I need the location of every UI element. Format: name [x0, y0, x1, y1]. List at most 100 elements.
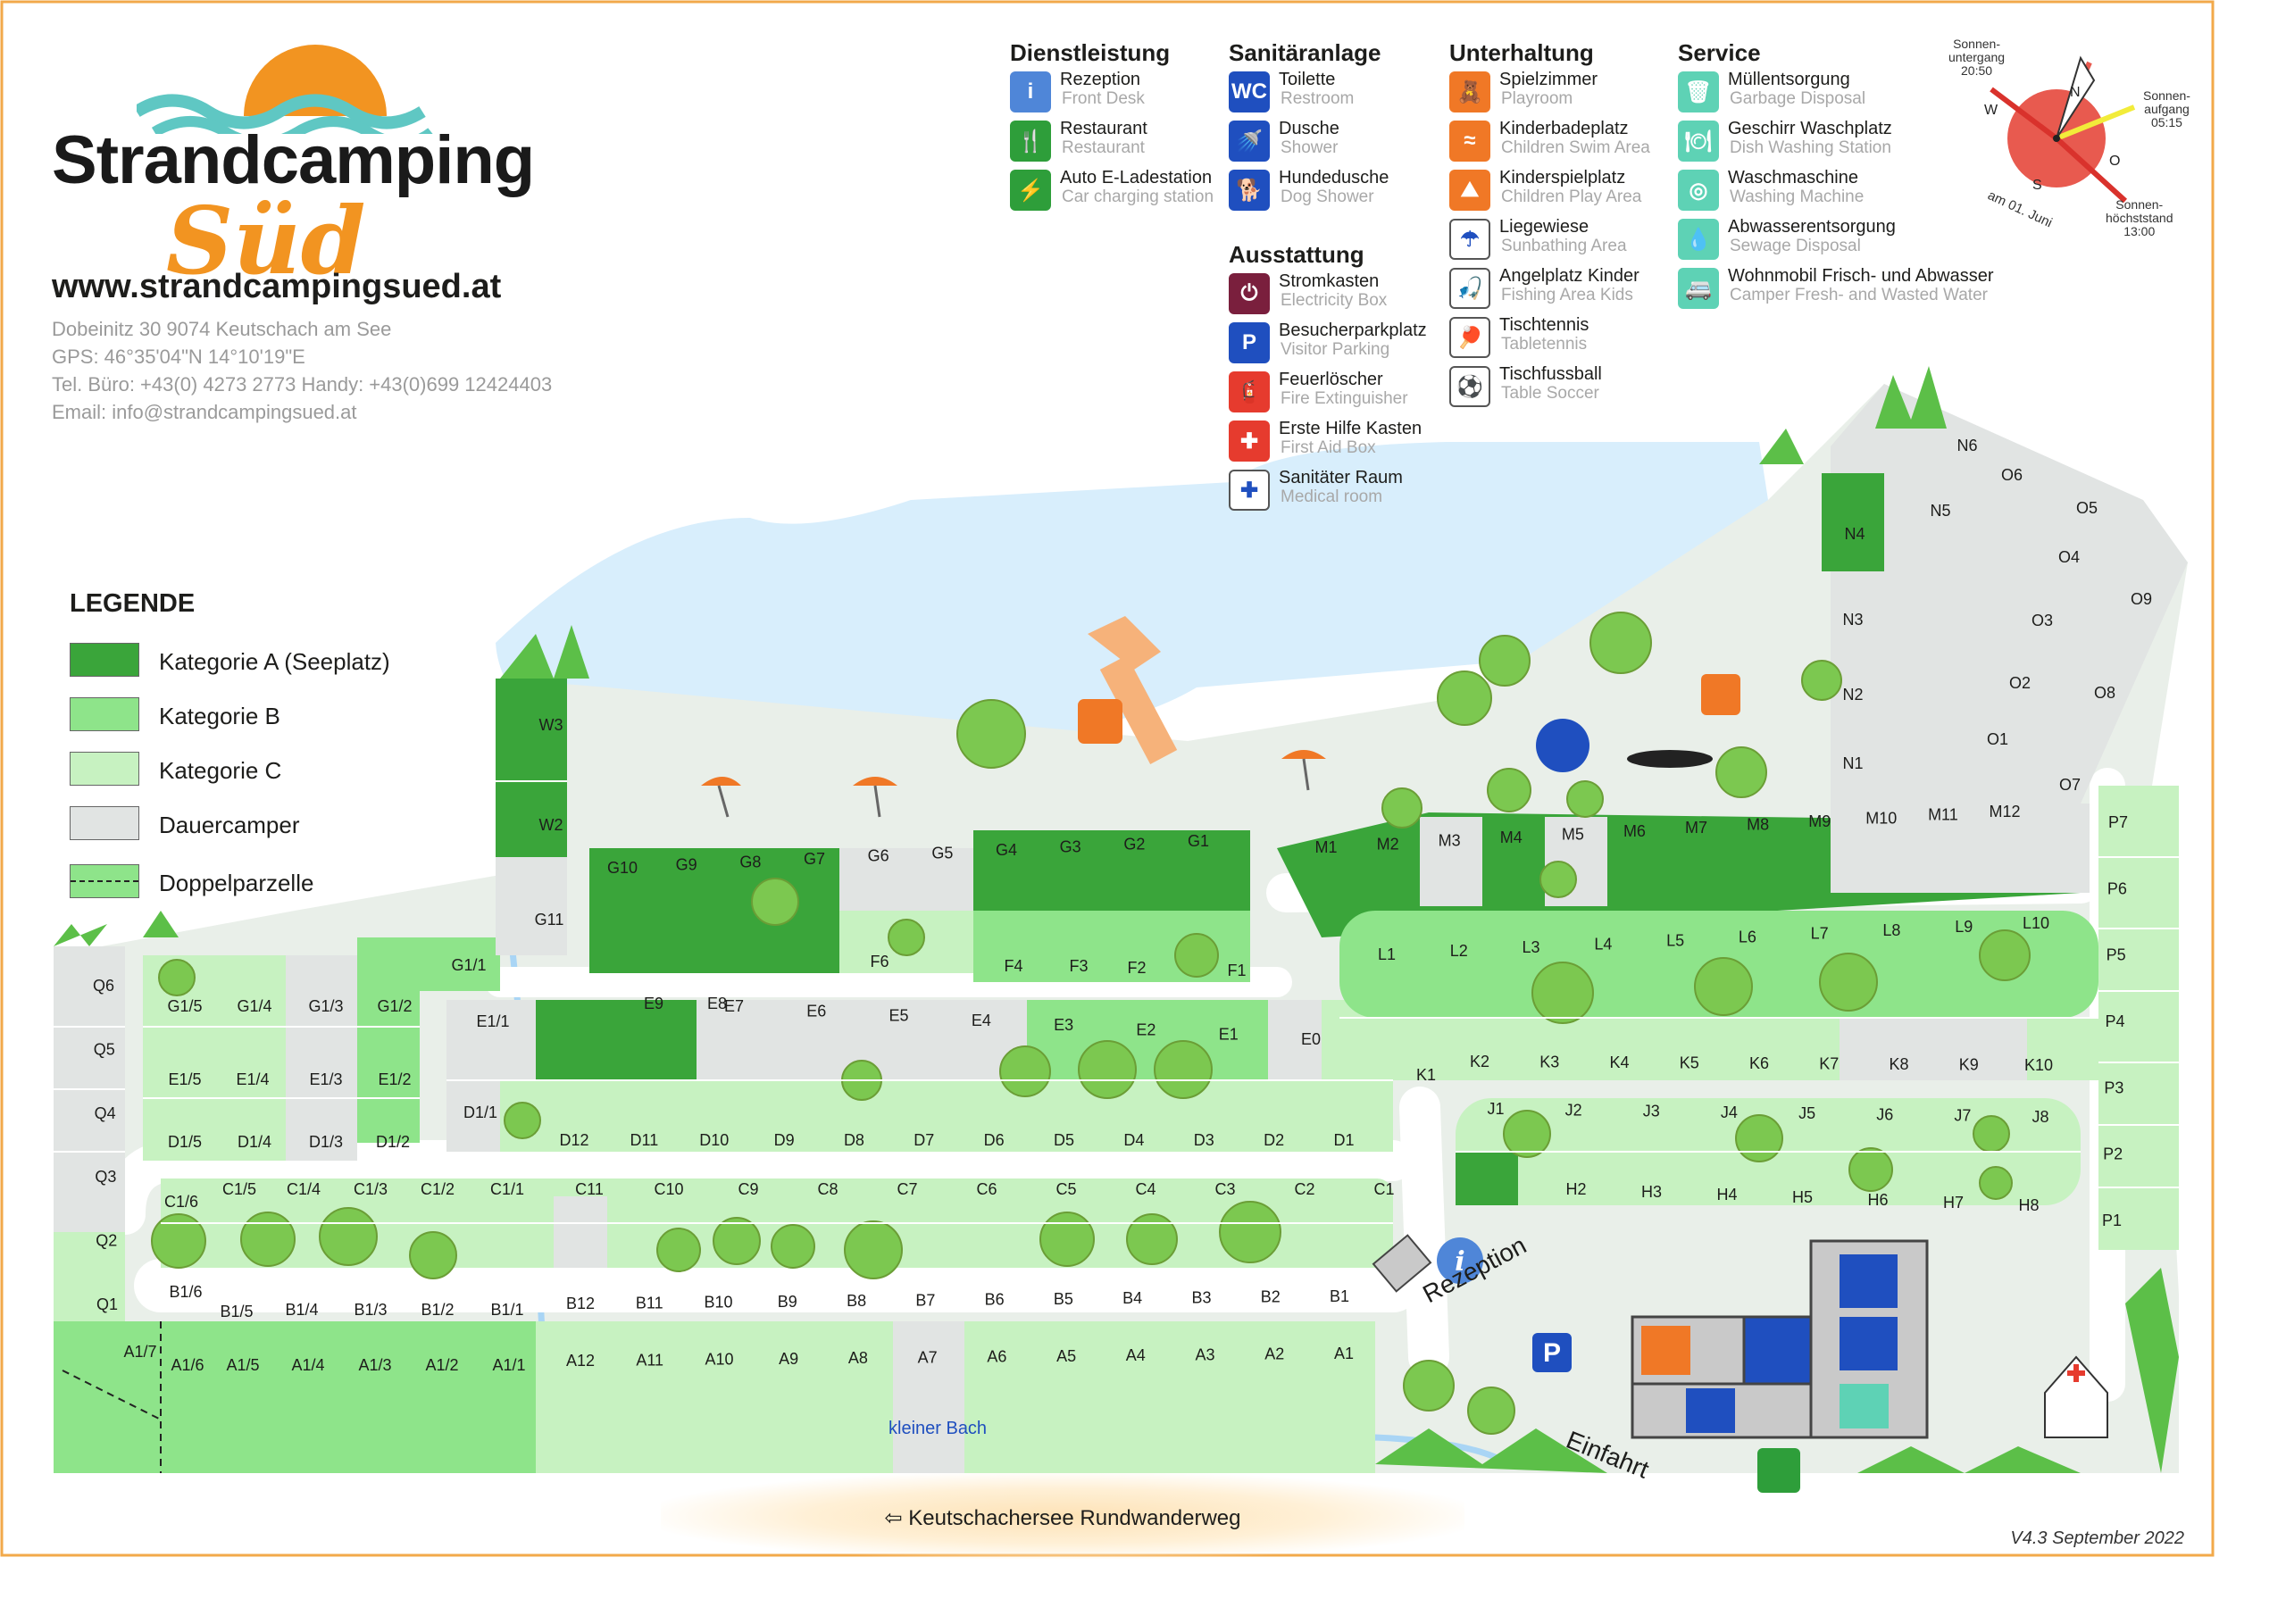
pitch-label: D12	[559, 1131, 588, 1149]
legend-item-cat-b: Kategorie B	[70, 695, 445, 735]
pitch-label: O1	[1987, 730, 2008, 748]
brand-name: Strandcamping	[52, 122, 535, 198]
pitch-label: C11	[575, 1180, 604, 1198]
legend-label-en: Fire Extinguisher	[1281, 389, 1408, 408]
pitch-label: P5	[2107, 946, 2126, 964]
pitch-label: O4	[2058, 548, 2080, 566]
legend-item-permanent: Dauercamper	[70, 804, 445, 844]
pitch-label: D1/2	[376, 1133, 410, 1151]
pitch-label: G3	[1060, 838, 1081, 856]
sun-compass	[1990, 55, 2136, 204]
pitch-label: F3	[1069, 957, 1088, 975]
medical-room-marker	[2044, 1355, 2108, 1438]
pitch-label: Q1	[96, 1295, 118, 1313]
pitch-label: M7	[1685, 819, 1707, 837]
pitch-label: N5	[1930, 502, 1950, 520]
first-aid-icon: ✚	[1229, 421, 1270, 462]
pitch-label: C1/4	[287, 1180, 321, 1198]
legend-swatch	[70, 643, 139, 677]
pitch-label: M2	[1377, 835, 1399, 853]
pitch-label: C1/3	[354, 1180, 388, 1198]
pitch-label: C1/5	[222, 1180, 256, 1198]
arrow-left-icon: ⇦	[884, 1506, 909, 1530]
pitch-label: B2	[1261, 1288, 1281, 1306]
pitch-label: E9	[644, 995, 663, 1012]
pitch-label: A1/5	[226, 1356, 259, 1374]
legend-label-de: Waschmaschine	[1728, 168, 1858, 187]
pitch-dividers	[54, 780, 2179, 1224]
pitch-label: M10	[1865, 809, 1897, 827]
legend-label-de: Abwasserentsorgung	[1728, 217, 1896, 237]
pitch-label: D3	[1194, 1131, 1214, 1149]
pitch-label: Q4	[95, 1104, 116, 1122]
pitch-label: L3	[1523, 938, 1540, 956]
legend-label-en: Tabletennis	[1501, 335, 1588, 354]
pitch-label: M9	[1808, 812, 1831, 830]
stream-label: kleiner Bach	[889, 1419, 987, 1438]
legend-label-en: Table Soccer	[1501, 384, 1599, 403]
pitch-label: B1/6	[169, 1283, 202, 1301]
legend-label: Kategorie A (Seeplatz)	[159, 648, 390, 675]
legend-swatch	[70, 752, 139, 786]
pitch-label: L2	[1450, 942, 1468, 960]
pitch-label: L8	[1882, 921, 1900, 939]
pitch-label: J4	[1721, 1103, 1738, 1121]
pitch-label: H4	[1716, 1186, 1737, 1203]
pitch-label: A12	[566, 1352, 595, 1370]
umbrella-icon: ☂	[1449, 219, 1490, 260]
pitch-label: N4	[1844, 525, 1865, 543]
pitch-label: E7	[724, 997, 744, 1015]
pitch-label: L9	[1955, 918, 1973, 936]
pitch-label: E1	[1219, 1026, 1239, 1044]
pitch-label: G1	[1188, 832, 1209, 850]
sun-waves-logo-icon	[137, 45, 433, 134]
address: Dobeinitz 30 9074 Keutschach am See	[52, 318, 392, 340]
pitch-label: D10	[699, 1131, 729, 1149]
pitch-label: L4	[1594, 935, 1612, 953]
pitch-label: O6	[2001, 466, 2023, 484]
trail-glow	[661, 1473, 1464, 1559]
website-link[interactable]: www.strandcampingsued.at	[52, 268, 502, 305]
pitch-label: D9	[774, 1131, 795, 1149]
legend-label-de: Spielzimmer	[1499, 70, 1598, 89]
pitch-label: E1/5	[168, 1070, 201, 1088]
svg-text:i: i	[1455, 1246, 1464, 1278]
compass-w: W	[1984, 103, 1998, 118]
legend-item-cat-a: Kategorie A (Seeplatz)	[70, 641, 445, 680]
pitch-label: K9	[1959, 1056, 1979, 1074]
pitch-label: D11	[630, 1131, 659, 1149]
pitch-label: K7	[1819, 1055, 1839, 1073]
pitch-label: W2	[539, 816, 563, 834]
pitch-label: L10	[2023, 914, 2049, 932]
pitch-label: E0	[1301, 1030, 1321, 1048]
legend-label-en: Front Desk	[1062, 89, 1145, 108]
pitch-label: B10	[705, 1294, 733, 1312]
pitch-label: K2	[1470, 1053, 1489, 1070]
pitch-label: G1/1	[451, 956, 486, 974]
pitch-label: B5	[1054, 1290, 1073, 1308]
section-title-unterhaltung: Unterhaltung	[1449, 39, 1594, 66]
pitch-label: B1/4	[285, 1301, 318, 1319]
pitch-label: B1/5	[220, 1303, 253, 1320]
pitch-label: G11	[535, 911, 564, 929]
pitch-label: O5	[2076, 499, 2098, 517]
fishing-icon: 🎣	[1449, 268, 1490, 309]
pitch-label: Q5	[94, 1040, 115, 1058]
pitch-label: J7	[1954, 1107, 1971, 1125]
swim-area-icon: ≈	[1449, 121, 1490, 162]
pitch-label: O2	[2009, 674, 2031, 692]
legend-label-de: Auto E-Ladestation	[1060, 168, 1213, 187]
legend-label-en: Visitor Parking	[1281, 340, 1390, 359]
pitch-label: A5	[1056, 1347, 1076, 1365]
medical-room-icon: ✚	[1229, 470, 1270, 511]
pitch-label: G9	[676, 856, 697, 874]
pitch-label: D6	[984, 1131, 1005, 1149]
pitch-label: C4	[1135, 1180, 1156, 1198]
brand-name-script: Süd	[166, 186, 366, 296]
